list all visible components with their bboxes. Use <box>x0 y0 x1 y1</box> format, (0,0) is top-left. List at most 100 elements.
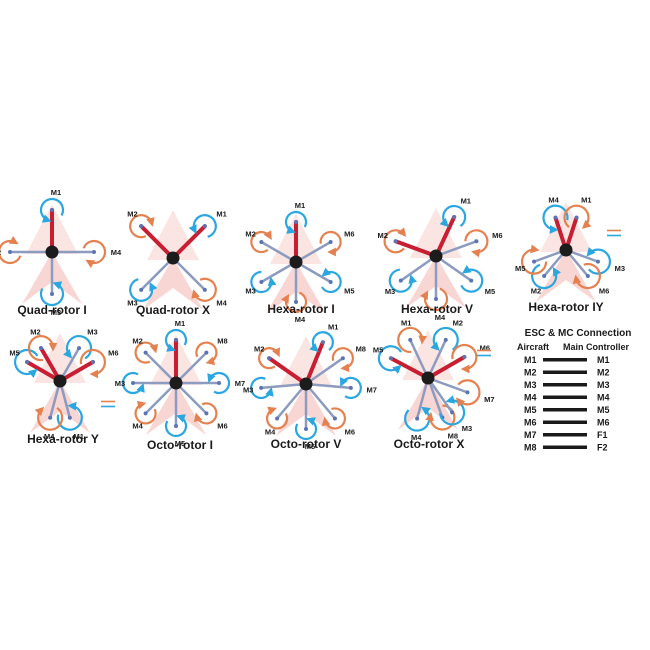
motor-label: M2 <box>245 230 255 239</box>
esc-connection-bar <box>543 383 587 387</box>
motor-dot <box>8 250 12 254</box>
hub <box>429 249 443 263</box>
esc-col-controller: Main Controller <box>563 342 629 352</box>
motor-dot <box>585 274 590 279</box>
arm <box>139 224 175 260</box>
ccw-rotation-icon <box>56 401 83 431</box>
motor-label: M1 <box>328 323 338 332</box>
motor-m5: M5 <box>434 254 495 296</box>
cw-rotation-icon <box>280 291 308 314</box>
motor-label: M6 <box>217 421 227 430</box>
motor-m2: M2 <box>132 337 178 385</box>
esc-aircraft-motor: M6 <box>524 418 537 428</box>
motor-dot <box>259 240 264 244</box>
esc-table-title: ESC & MC Connection <box>525 328 632 339</box>
arm <box>426 338 447 380</box>
arm <box>171 256 207 292</box>
ccw-rotation-icon <box>377 345 403 375</box>
motor-m5: M5 <box>164 381 188 448</box>
cw-rotation-icon <box>563 204 592 229</box>
esc-connection-bar <box>543 370 587 374</box>
esc-aircraft-motor: M4 <box>524 393 537 403</box>
equivalence-icon <box>607 229 621 237</box>
motor-label: M1 <box>175 319 185 328</box>
ccw-rotation-icon <box>250 376 274 400</box>
motor-m6: M6 <box>426 343 490 380</box>
motor-dot <box>328 240 333 244</box>
arm <box>393 239 438 258</box>
motor-label: M3 <box>87 328 97 337</box>
ccw-rotation-icon <box>321 267 342 294</box>
motor-label: M4 <box>435 313 446 322</box>
motor-dot <box>275 416 280 421</box>
motor-label: M3 <box>385 287 395 296</box>
motor-m6: M6 <box>304 382 355 436</box>
motor-m4: M4 <box>132 381 178 430</box>
hub <box>45 245 59 259</box>
motor-dot <box>259 385 264 390</box>
motor-label: M5 <box>373 345 383 354</box>
motor-m8: M8 <box>174 337 228 385</box>
motor-dot <box>50 292 54 296</box>
motor-label: M3 <box>615 264 625 273</box>
arm <box>139 256 175 292</box>
cw-rotation-icon <box>456 379 481 407</box>
motor-m1: M1 <box>39 188 65 254</box>
motor-m5: M5 <box>373 345 430 380</box>
motor-dot <box>139 287 144 292</box>
esc-aircraft-motor: M3 <box>524 380 537 390</box>
motor-label: M2 <box>377 231 387 240</box>
cw-rotation-icon <box>27 335 58 362</box>
motor-dot <box>174 338 178 342</box>
motor-m4: M4 <box>280 260 308 324</box>
motor-dot <box>450 410 455 415</box>
heading-cone-top <box>402 330 454 380</box>
motor-m1: M1 <box>397 319 430 380</box>
motor-dot <box>48 415 53 420</box>
arm <box>174 381 208 415</box>
ccw-rotation-icon <box>439 204 467 228</box>
ccw-rotation-icon <box>129 278 158 302</box>
ccw-rotation-icon <box>586 247 611 275</box>
motor-label: M5 <box>515 264 525 273</box>
motor-m1: M1 <box>171 209 227 260</box>
motor-label: M8 <box>217 337 227 346</box>
motor-label: M6 <box>345 427 355 436</box>
motor-dot <box>332 416 337 421</box>
motor-label: M7 <box>367 385 377 394</box>
esc-col-aircraft: Aircraft <box>517 342 549 352</box>
motor-label: M6 <box>599 287 609 296</box>
motor-dot <box>434 297 438 301</box>
cw-rotation-icon <box>34 406 64 431</box>
esc-connection-bar <box>543 358 587 362</box>
config-title: Octo-rotor I <box>147 438 213 452</box>
esc-connection-bar <box>543 433 587 437</box>
motor-dot <box>67 415 72 420</box>
motor-dot <box>39 346 43 351</box>
cw-rotation-icon <box>397 326 428 353</box>
motor-dot <box>131 381 135 385</box>
ccw-rotation-icon <box>207 371 231 395</box>
motor-label: M3 <box>51 308 61 317</box>
motor-label: M7 <box>484 395 494 404</box>
motor-dot <box>50 208 54 212</box>
cw-rotation-icon <box>451 343 478 374</box>
motor-dot <box>25 360 30 364</box>
motor-dot <box>204 350 209 355</box>
arm <box>174 351 208 385</box>
esc-mc-connection-table: ESC & MC Connection Aircraft Main Contro… <box>517 328 631 453</box>
motor-label: M4 <box>265 427 276 436</box>
motor-label: M5 <box>9 349 19 358</box>
cw-rotation-icon <box>331 347 354 373</box>
motor-m7: M7 <box>304 376 377 399</box>
esc-controller-port: M2 <box>597 368 610 378</box>
motor-label: M6 <box>344 230 354 239</box>
